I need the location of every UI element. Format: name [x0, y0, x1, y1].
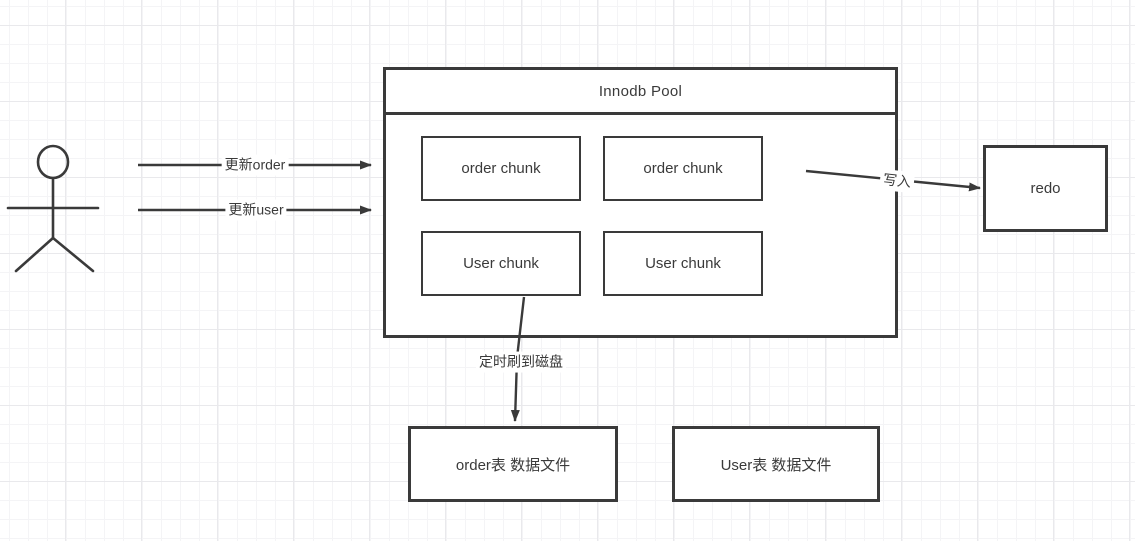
actor-right-leg: [51, 236, 95, 273]
innodb-pool-container: Innodb Pool: [383, 67, 898, 338]
order-table-datafile-box: order表 数据文件: [408, 426, 618, 502]
user-chunk-box-2: User chunk: [603, 231, 763, 296]
update-order-edge-label: 更新order: [221, 154, 289, 176]
user-table-datafile-box: User表 数据文件: [672, 426, 880, 502]
order-chunk-box-1: order chunk: [421, 136, 581, 201]
user-actor-figure: [6, 144, 100, 273]
order-chunk-box-2: order chunk: [603, 136, 763, 201]
flush-to-disk-edge-label: 定时刷到磁盘: [476, 351, 566, 373]
redo-box: redo: [983, 145, 1108, 232]
user-chunk-box-1: User chunk: [421, 231, 581, 296]
update-user-edge-label: 更新user: [225, 199, 287, 221]
actor-head: [36, 144, 70, 180]
actor-left-leg: [14, 236, 55, 273]
write-redo-edge-label: 写入: [879, 168, 915, 194]
innodb-pool-title: Innodb Pool: [386, 70, 895, 115]
